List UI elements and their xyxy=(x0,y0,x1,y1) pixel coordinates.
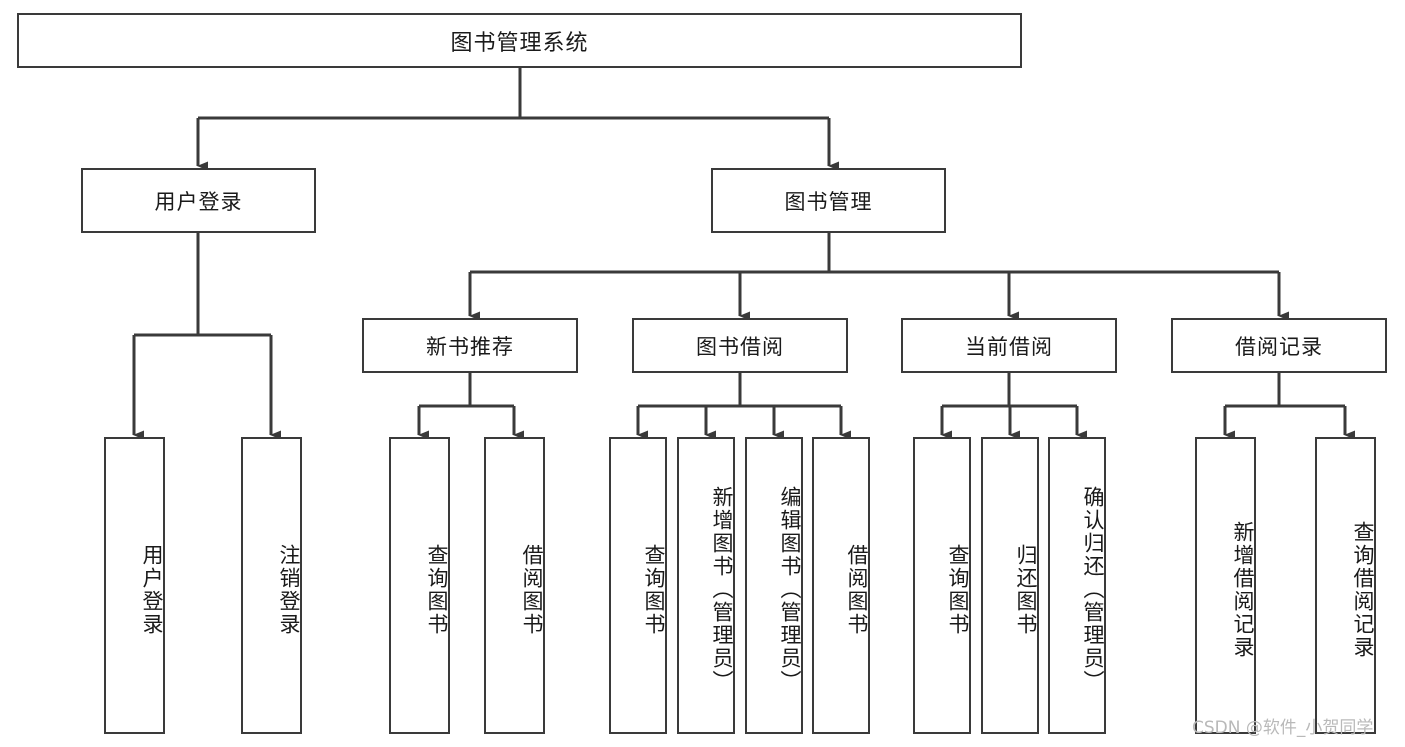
node-leaf-user-logout[interactable]: 注销登录 xyxy=(241,437,302,734)
node-borrow-record-label: 借阅记录 xyxy=(1235,334,1323,359)
node-leaf-borrow-borrow-book-label: 借阅图书 xyxy=(845,543,869,636)
node-book-manage-label: 图书管理 xyxy=(784,189,873,214)
node-current-borrow-label: 当前借阅 xyxy=(965,334,1053,359)
node-new-book-recommend[interactable]: 新书推荐 xyxy=(362,318,578,373)
node-leaf-cur-confirm-return-label: 确认归还（管理员） xyxy=(1081,486,1105,693)
node-leaf-rec-borrow-book[interactable]: 借阅图书 xyxy=(484,437,545,734)
node-user-login[interactable]: 用户登录 xyxy=(81,168,316,233)
node-leaf-rec-query-book-label: 查询图书 xyxy=(425,543,449,636)
node-leaf-cur-query-book-label: 查询图书 xyxy=(946,543,970,636)
node-leaf-borrow-borrow-book[interactable]: 借阅图书 xyxy=(812,437,870,734)
node-leaf-cur-confirm-return[interactable]: 确认归还（管理员） xyxy=(1048,437,1106,734)
node-leaf-borrow-edit-book[interactable]: 编辑图书（管理员） xyxy=(745,437,803,734)
node-leaf-rec-query-record-label: 查询借阅记录 xyxy=(1351,520,1375,659)
node-root-label: 图书管理系统 xyxy=(450,30,589,56)
node-root[interactable]: 图书管理系统 xyxy=(17,13,1022,68)
node-leaf-borrow-add-book[interactable]: 新增图书（管理员） xyxy=(677,437,735,734)
node-leaf-rec-borrow-book-label: 借阅图书 xyxy=(520,543,544,636)
node-book-borrow[interactable]: 图书借阅 xyxy=(632,318,848,373)
node-leaf-borrow-add-book-label: 新增图书（管理员） xyxy=(710,486,734,693)
node-borrow-record[interactable]: 借阅记录 xyxy=(1171,318,1387,373)
node-leaf-cur-query-book[interactable]: 查询图书 xyxy=(913,437,971,734)
node-leaf-rec-query-record[interactable]: 查询借阅记录 xyxy=(1315,437,1376,734)
node-leaf-user-login-label: 用户登录 xyxy=(140,543,164,636)
node-new-book-recommend-label: 新书推荐 xyxy=(426,334,514,359)
node-leaf-rec-add-record[interactable]: 新增借阅记录 xyxy=(1195,437,1256,734)
node-book-manage[interactable]: 图书管理 xyxy=(711,168,946,233)
node-leaf-borrow-edit-book-label: 编辑图书（管理员） xyxy=(778,486,802,693)
edge-paths xyxy=(132,68,1355,440)
node-user-login-label: 用户登录 xyxy=(154,189,243,214)
node-leaf-cur-return-book[interactable]: 归还图书 xyxy=(981,437,1039,734)
node-leaf-borrow-query-book[interactable]: 查询图书 xyxy=(609,437,667,734)
node-current-borrow[interactable]: 当前借阅 xyxy=(901,318,1117,373)
node-leaf-rec-add-record-label: 新增借阅记录 xyxy=(1231,520,1255,659)
node-leaf-cur-return-book-label: 归还图书 xyxy=(1014,543,1038,636)
csdn-watermark: CSDN @软件_小贺同学 xyxy=(1192,718,1374,738)
node-leaf-user-logout-label: 注销登录 xyxy=(277,543,301,636)
node-leaf-user-login[interactable]: 用户登录 xyxy=(104,437,165,734)
node-leaf-rec-query-book[interactable]: 查询图书 xyxy=(389,437,450,734)
node-book-borrow-label: 图书借阅 xyxy=(696,334,784,359)
node-leaf-borrow-query-book-label: 查询图书 xyxy=(642,543,666,636)
